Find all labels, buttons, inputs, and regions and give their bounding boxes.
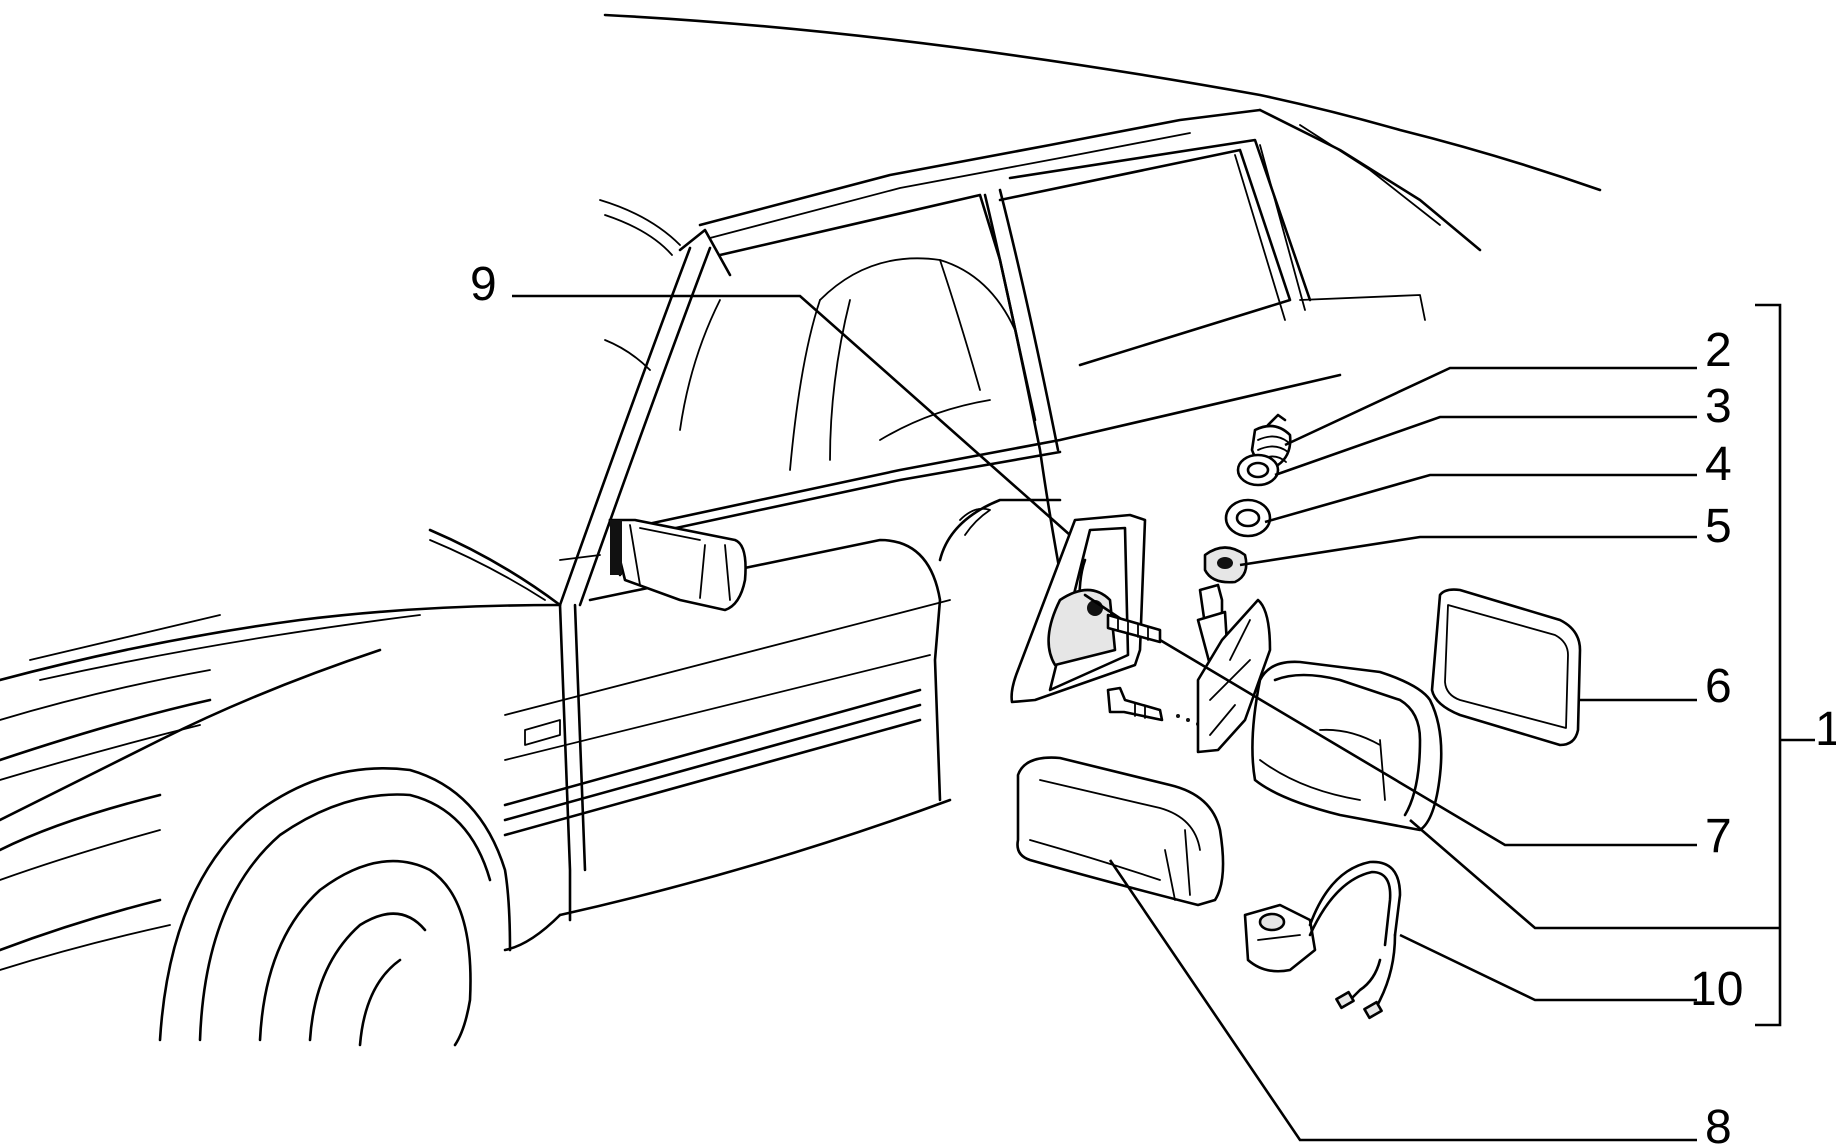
callout-4: 4 xyxy=(1705,438,1732,491)
callout-9: 9 xyxy=(470,258,497,311)
installed-mirror xyxy=(608,518,747,612)
screw xyxy=(1106,686,1200,726)
callout-2: 2 xyxy=(1705,324,1732,377)
part-10-motor-harness xyxy=(1243,860,1402,1020)
mirror-housing xyxy=(1251,660,1443,832)
callout-labels: 9 2 3 4 5 6 1 7 10 8 xyxy=(470,258,1836,1145)
callout-6: 6 xyxy=(1705,660,1732,713)
callout-7: 7 xyxy=(1705,810,1732,863)
part-9-mount-plate xyxy=(1010,513,1147,704)
group-bracket xyxy=(1755,303,1815,1027)
mirror-arm xyxy=(1196,583,1272,754)
callout-10: 10 xyxy=(1690,963,1743,1016)
callout-3: 3 xyxy=(1705,380,1732,433)
callout-1: 1 xyxy=(1815,703,1836,756)
leader-lines xyxy=(512,294,1780,1142)
callout-8: 8 xyxy=(1705,1101,1732,1145)
part-7-bolt xyxy=(1106,613,1162,644)
part-3-washer xyxy=(1236,453,1280,487)
part-6-mirror-glass xyxy=(1430,588,1582,747)
part-5-nut xyxy=(1203,546,1248,584)
part-4-washer xyxy=(1224,498,1272,538)
callout-5: 5 xyxy=(1705,500,1732,553)
part-2-spring xyxy=(1250,413,1292,467)
car-body xyxy=(0,13,1602,1047)
part-8-mirror-cover xyxy=(1016,756,1225,907)
